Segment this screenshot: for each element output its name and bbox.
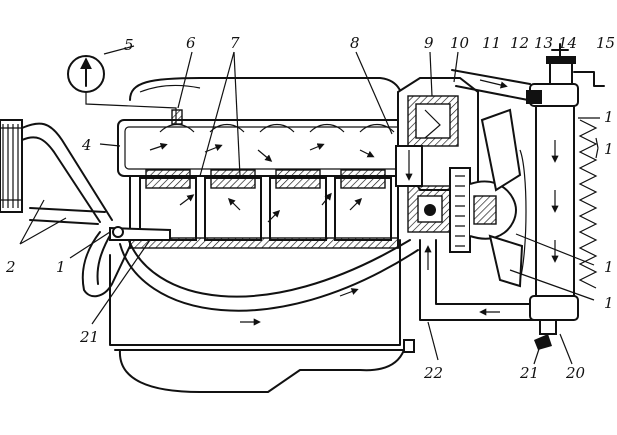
radiator-cap [546,43,576,85]
callout-21-left: 21 [79,328,99,346]
callout-6: 6 [186,34,196,52]
lower-bypass-hose [119,237,419,326]
callout-12: 12 [510,34,529,52]
callout-13: 13 [534,34,553,52]
callout-10: 10 [450,34,470,52]
fan-blades [480,108,527,288]
callout-15: 15 [596,34,615,52]
water-pump [407,185,453,233]
callout-14: 14 [558,34,577,52]
leader-lines [19,45,599,365]
callout-9: 9 [424,34,434,52]
cylinders [139,169,392,241]
callout-18: 1 [604,258,614,276]
fan-pulley [449,167,518,253]
callout-17: 1 [604,140,614,158]
callout-11: 11 [482,34,501,52]
radiator [529,83,600,321]
callout-7: 7 [230,34,240,52]
lower-radiator-hose [419,239,541,321]
callout-21-right: 21 [519,364,539,382]
callout-4: 4 [81,136,92,154]
coolant-flow-arrows [149,142,375,223]
callout-20: 20 [565,364,586,382]
callout-1: 1 [56,258,66,276]
upper-radiator-hose [451,69,531,101]
engine-block [117,77,409,249]
drain-cock-left [109,226,171,241]
temperature-gauge [67,55,183,125]
heater-core [0,119,23,213]
callout-22: 22 [423,364,443,382]
thermostat-housing [395,77,479,191]
heater-hoses [21,122,131,298]
oil-pan [109,239,415,393]
callout-8: 8 [350,34,360,52]
callout-19: 1 [604,294,614,312]
drain-cock-radiator [534,319,557,350]
callout-2: 2 [5,258,16,276]
radiator-fitting [526,90,542,104]
overflow-tube [573,71,605,87]
callout-5: 5 [124,36,134,54]
callout-16: 1 [604,108,614,126]
